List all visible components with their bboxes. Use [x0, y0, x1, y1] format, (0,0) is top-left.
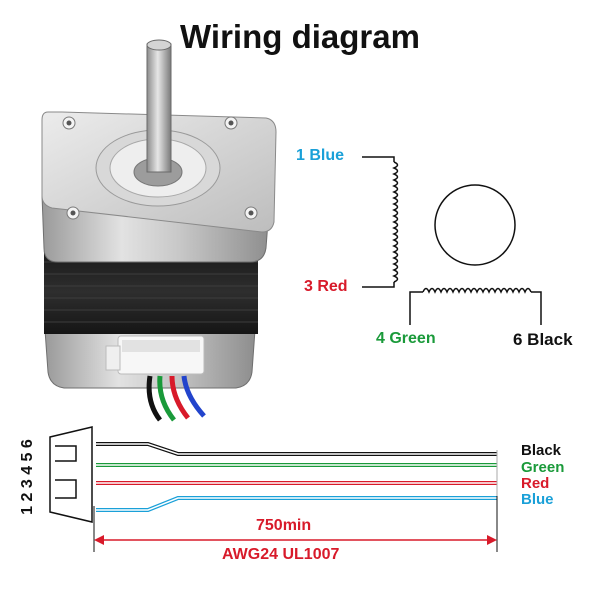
coil-schematic: [362, 156, 542, 325]
diagram-title: Wiring diagram: [180, 18, 420, 55]
coil-a-winding: [392, 161, 399, 283]
coil-b-right-label: 6 Black: [513, 330, 573, 349]
coil-b-left-label: 4 Green: [376, 330, 436, 347]
dimension-arrow-right: [487, 535, 497, 545]
dimension-arrow-left: [94, 535, 104, 545]
cable-wire-black: [96, 442, 497, 456]
coil-a-bottom-label: 3 Red: [304, 278, 348, 295]
wire-label-green: Green: [521, 459, 565, 476]
connector-outline: [49, 426, 93, 523]
wire-label-blue: Blue: [521, 491, 554, 508]
coil-a-lead-top: [362, 156, 395, 162]
dimension-length-label: 750min: [256, 517, 312, 534]
coil-b-lead-left: [409, 291, 423, 325]
coil-a-top-label: 1 Blue: [296, 147, 345, 164]
stepper-motor-illustration: [41, 39, 277, 422]
cable-drawing: [49, 426, 498, 552]
dimension-spec-label: AWG24 UL1007: [222, 546, 340, 563]
cable-wire-blue: [96, 496, 497, 512]
coil-b-lead-right: [531, 291, 542, 325]
wire-label-black: Black: [521, 442, 562, 459]
wire-label-red: Red: [521, 475, 550, 492]
coil-b-winding: [422, 287, 532, 294]
rotor-symbol: [434, 184, 516, 266]
connector-pin-numbers: 1 2 3 4 5 6: [19, 432, 41, 522]
pin-numbers-text: 1 2 3 4 5 6: [19, 439, 36, 515]
coil-a-lead-bottom: [362, 282, 395, 288]
